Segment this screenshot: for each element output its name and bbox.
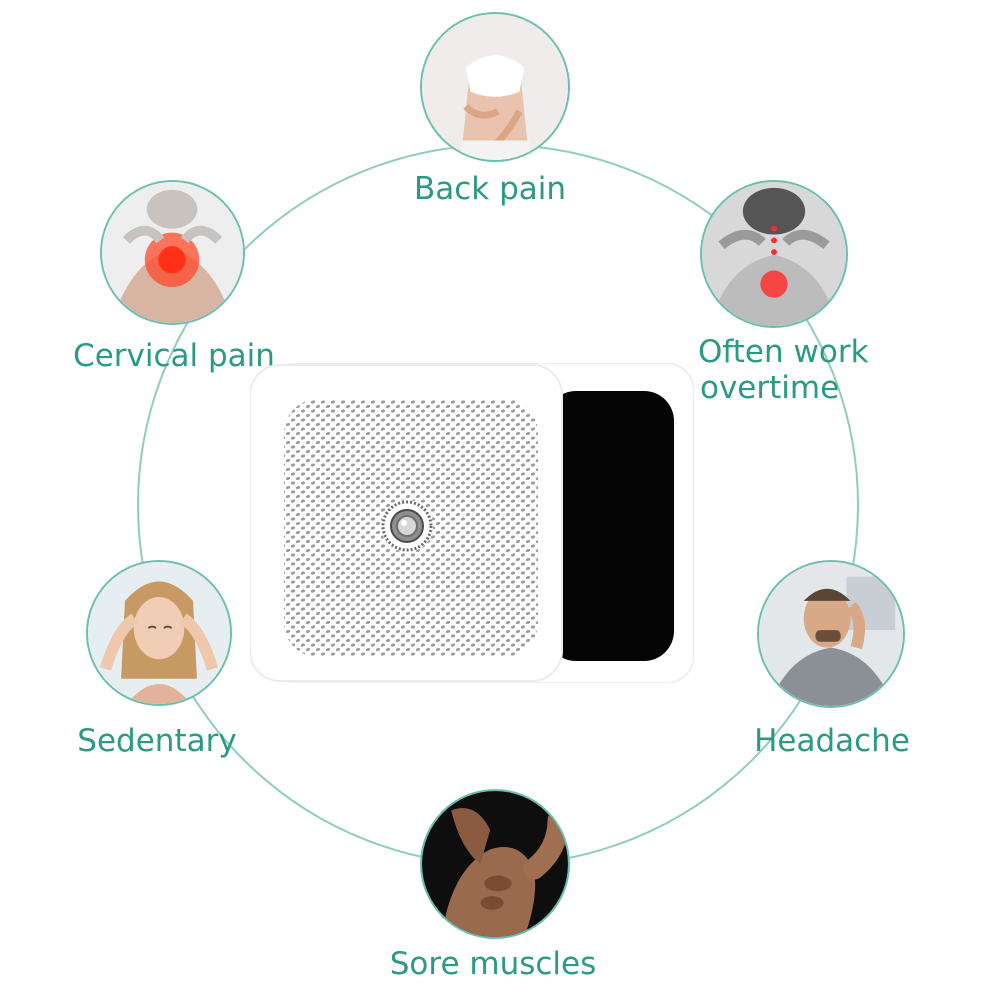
electrode-pad: [250, 363, 694, 683]
label-overtime: overtime: [700, 370, 840, 406]
neck-pain-photo: [100, 180, 245, 325]
label-back-pain: Back pain: [413, 171, 567, 207]
label-headache: Headache: [754, 723, 910, 759]
backing-film: [546, 391, 674, 661]
back-pain-photo: [420, 12, 570, 162]
label-sedentary: Sedentary: [77, 723, 237, 759]
man-headache-photo: [757, 560, 905, 708]
label-often-work: Often work: [698, 334, 869, 370]
label-cervical-pain: Cervical pain: [73, 338, 275, 374]
muscles-photo: [420, 789, 570, 939]
neck-spine-photo: [700, 180, 848, 328]
label-sore-muscles: Sore muscles: [389, 946, 597, 982]
woman-headache-photo: [86, 560, 232, 706]
